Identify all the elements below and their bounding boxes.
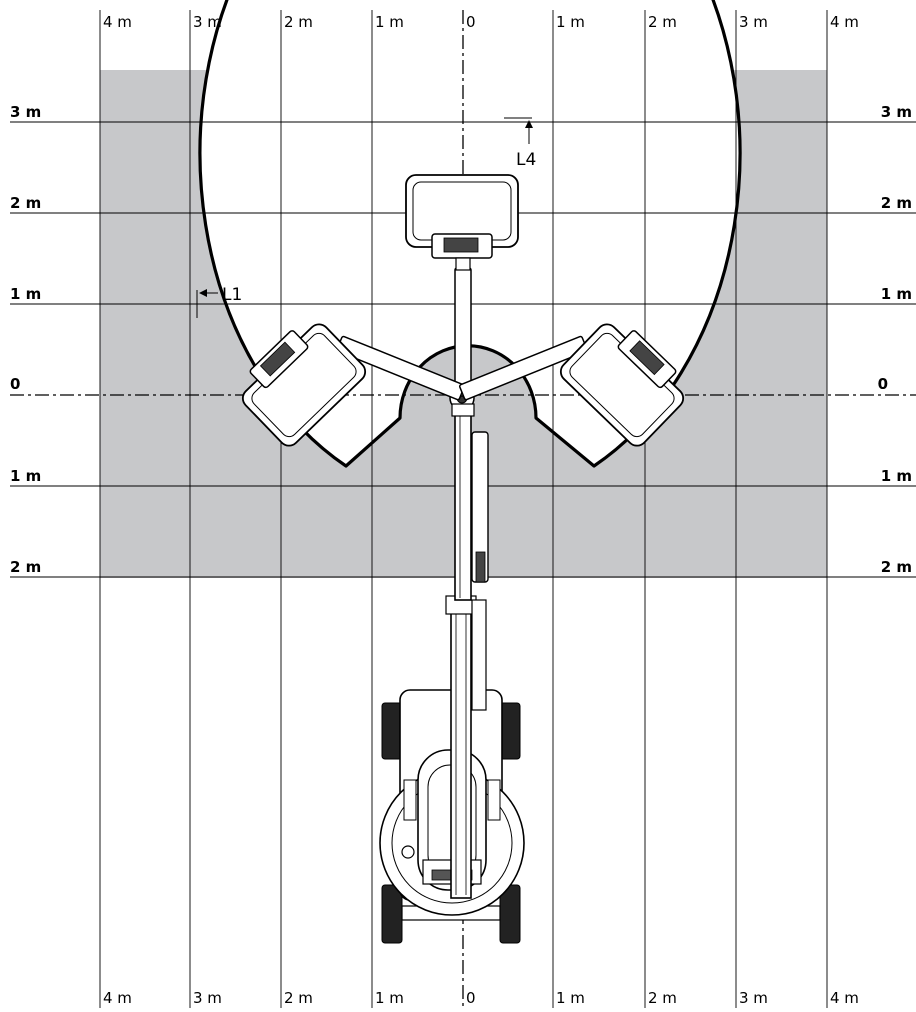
bottom-label: 0 <box>466 989 476 1007</box>
bottom-label: 2 m <box>648 989 677 1007</box>
right-row-label: 0 <box>878 375 888 393</box>
bottom-column-labels: 4 m 3 m 2 m 1 m 0 1 m 2 m 3 m 4 m <box>103 989 859 1007</box>
top-label: 1 m <box>556 13 585 31</box>
callout-l1: L1 <box>196 285 242 318</box>
left-row-label: 2 m <box>10 558 41 576</box>
top-column-labels: 4 m 3 m 2 m 1 m 0 1 m 2 m 3 m 4 m <box>103 13 859 31</box>
vertical-gridlines <box>99 10 828 1008</box>
right-row-label: 2 m <box>881 194 912 212</box>
top-label: 2 m <box>284 13 313 31</box>
bottom-label: 2 m <box>284 989 313 1007</box>
bottom-label: 3 m <box>739 989 768 1007</box>
right-row-label: 1 m <box>881 285 912 303</box>
platform-top <box>405 174 519 271</box>
platform-right <box>559 323 685 447</box>
callout-l4: L4 <box>504 117 536 170</box>
callout-l4-label: L4 <box>516 150 536 170</box>
left-row-label: 3 m <box>10 103 41 121</box>
right-row-label: 2 m <box>881 558 912 576</box>
left-row-label: 1 m <box>10 467 41 485</box>
top-label: 2 m <box>648 13 677 31</box>
front-right-wheel-icon <box>499 702 521 760</box>
top-label: 1 m <box>375 13 404 31</box>
left-row-labels: 3 m 2 m 1 m 0 1 m 2 m <box>10 103 41 576</box>
left-row-label: 2 m <box>10 194 41 212</box>
right-row-label: 1 m <box>881 467 912 485</box>
bottom-label: 3 m <box>193 989 222 1007</box>
right-row-labels: 3 m 2 m 1 m 0 1 m 2 m <box>878 103 912 576</box>
bottom-label: 1 m <box>375 989 404 1007</box>
left-row-label: 0 <box>10 375 20 393</box>
top-label: 4 m <box>103 13 132 31</box>
top-label: 4 m <box>830 13 859 31</box>
callout-l1-label: L1 <box>222 285 242 305</box>
top-label: 0 <box>466 13 476 31</box>
jib-arm-center <box>454 267 472 397</box>
top-label: 3 m <box>193 13 222 31</box>
right-row-label: 3 m <box>881 103 912 121</box>
bottom-label: 4 m <box>103 989 132 1007</box>
bottom-label: 1 m <box>556 989 585 1007</box>
platform-left <box>241 323 367 447</box>
top-label: 3 m <box>739 13 768 31</box>
lower-boom <box>445 595 487 899</box>
upper-boom <box>454 411 489 601</box>
front-left-wheel-icon <box>381 702 403 760</box>
rear-left-wheel-icon <box>381 884 403 944</box>
bottom-label: 4 m <box>830 989 859 1007</box>
left-row-label: 1 m <box>10 285 41 303</box>
